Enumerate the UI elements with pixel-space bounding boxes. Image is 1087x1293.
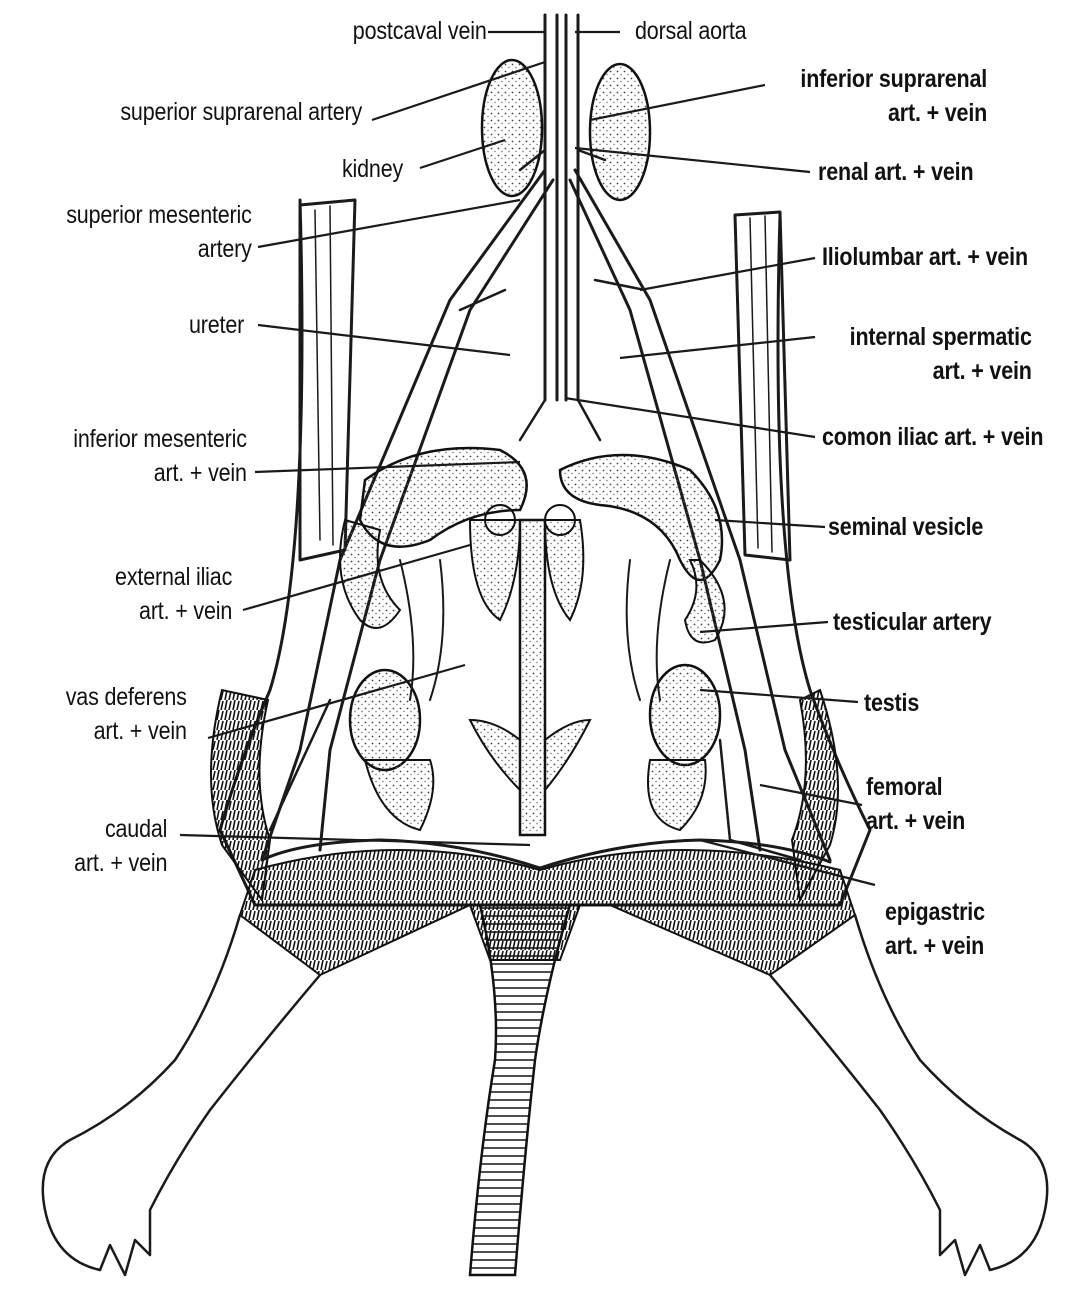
label-inferior-mesenteric: inferior mesenteric art. + vein <box>73 422 247 490</box>
label-testicular-artery: testicular artery <box>833 605 991 639</box>
label-renal: renal art. + vein <box>818 155 973 189</box>
label-caudal: caudal art. + vein <box>74 812 167 880</box>
label-epigastric: epigastric art. + vein <box>885 895 985 963</box>
label-ureter: ureter <box>189 308 244 342</box>
label-common-iliac: comon iliac art. + vein <box>822 420 1043 454</box>
label-femoral: femoral art. + vein <box>866 770 965 838</box>
label-superior-mesenteric: superior mesenteric artery <box>66 198 252 266</box>
label-external-iliac: external iliac art. + vein <box>115 560 232 628</box>
label-iliolumbar: Iliolumbar art. + vein <box>822 240 1028 274</box>
label-superior-suprarenal-artery: superior suprarenal artery <box>120 95 362 129</box>
label-internal-spermatic: internal spermatic art. + vein <box>850 320 1032 388</box>
tail <box>470 905 580 1275</box>
label-testis: testis <box>864 686 919 720</box>
label-postcaval-vein: postcaval vein <box>353 14 487 48</box>
label-kidney: kidney <box>342 152 403 186</box>
label-vas-deferens: vas deferens art. + vein <box>66 680 187 748</box>
label-dorsal-aorta: dorsal aorta <box>635 14 746 48</box>
label-seminal-vesicle: seminal vesicle <box>828 510 983 544</box>
label-inferior-suprarenal: inferior suprarenal art. + vein <box>800 62 987 130</box>
